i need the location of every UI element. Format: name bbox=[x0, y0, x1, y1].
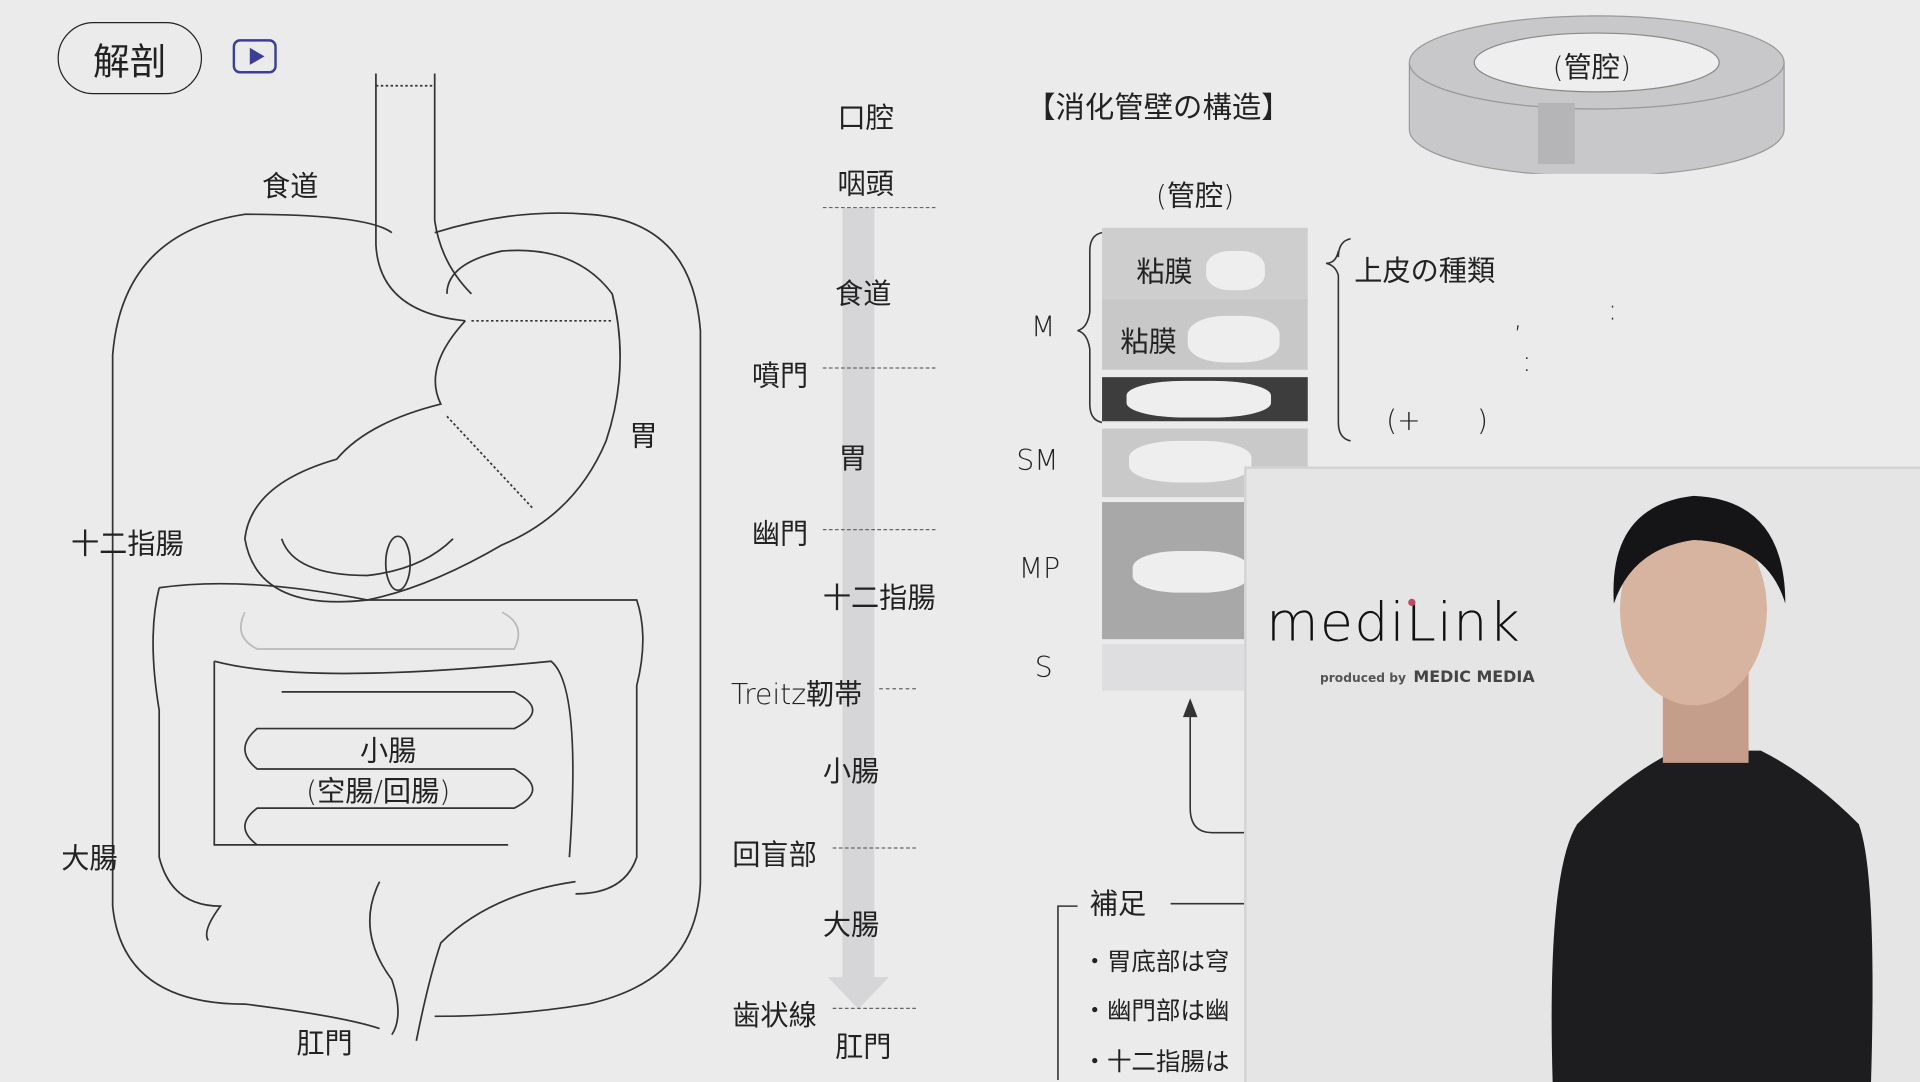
note-item: ・十二指腸は bbox=[1082, 1046, 1230, 1077]
mucosa-label-1: 粘膜 bbox=[1136, 257, 1193, 289]
mucosa-epithelium-layer bbox=[1102, 227, 1308, 299]
layer-label-sm: SM bbox=[1016, 445, 1059, 478]
epithelium-comma: , bbox=[1513, 302, 1523, 335]
lumen-label: (管腔) bbox=[1155, 181, 1235, 214]
label-small-intestine: 小腸 bbox=[360, 735, 417, 768]
epithelium-title: 上皮の種類 bbox=[1354, 255, 1496, 288]
wall-title: 【消化管壁の構造】 bbox=[1026, 90, 1291, 125]
label-stomach: 胃 bbox=[629, 421, 658, 454]
section-tag: 解剖 bbox=[57, 22, 203, 95]
note-item: ・幽門部は幽 bbox=[1082, 995, 1230, 1025]
digestive-system-diagram bbox=[111, 73, 702, 1041]
label-anus: 肛門 bbox=[296, 1028, 353, 1061]
tract-item: 肛門 bbox=[835, 1032, 892, 1065]
tract-item: 咽頭 bbox=[837, 168, 894, 201]
tract-item: 胃 bbox=[838, 443, 867, 476]
label-esophagus: 食道 bbox=[262, 171, 319, 204]
epithelium-colon: : bbox=[1607, 295, 1618, 327]
label-large-intestine: 大腸 bbox=[61, 843, 118, 876]
tract-arrow-head bbox=[827, 977, 889, 1009]
hidden-blot bbox=[1126, 380, 1272, 418]
tract-item: Treitz靭帯 bbox=[731, 679, 863, 712]
divider bbox=[832, 847, 916, 849]
tract-item: 十二指腸 bbox=[822, 582, 936, 615]
hidden-blot bbox=[1128, 440, 1252, 483]
tract-item: 大腸 bbox=[822, 909, 880, 942]
presenter-silhouette bbox=[1551, 495, 1873, 1082]
note-item: ・胃底部は穹 bbox=[1082, 946, 1230, 976]
label-duodenum: 十二指腸 bbox=[71, 528, 184, 561]
hidden-blot bbox=[1206, 251, 1265, 291]
layer-label-s: S bbox=[1034, 652, 1053, 685]
layer-label-m: M bbox=[1031, 312, 1056, 345]
divider bbox=[879, 688, 916, 690]
epithelium-paren: (+ ) bbox=[1386, 405, 1489, 438]
note-title: 補足 bbox=[1089, 888, 1147, 921]
divider bbox=[822, 528, 936, 531]
medilink-logo: mediLink bbox=[1266, 591, 1522, 654]
divider bbox=[822, 206, 936, 209]
mucosa-label-2: 粘膜 bbox=[1120, 326, 1177, 359]
tract-item: 噴門 bbox=[751, 361, 809, 394]
tract-item: 幽門 bbox=[751, 519, 809, 552]
hidden-blot bbox=[1187, 315, 1280, 363]
play-icon[interactable] bbox=[232, 39, 277, 74]
tract-item: 口腔 bbox=[837, 102, 894, 135]
hidden-blot bbox=[1132, 551, 1249, 593]
tract-item: 回盲部 bbox=[732, 840, 817, 872]
tract-arrow bbox=[842, 208, 875, 980]
epithelium-colon: : bbox=[1522, 346, 1532, 379]
divider bbox=[832, 1007, 916, 1009]
label-small-intestine-sub: (空腸/回腸) bbox=[306, 776, 451, 809]
ring-lumen-label: (管腔) bbox=[1552, 52, 1631, 85]
layer-label-mp: MP bbox=[1018, 553, 1061, 586]
tract-item: 食道 bbox=[835, 279, 892, 312]
lumen-ring-diagram bbox=[1408, 15, 1785, 174]
tract-item: 歯状線 bbox=[732, 1000, 817, 1033]
divider bbox=[822, 367, 936, 369]
tract-item: 小腸 bbox=[822, 756, 880, 789]
